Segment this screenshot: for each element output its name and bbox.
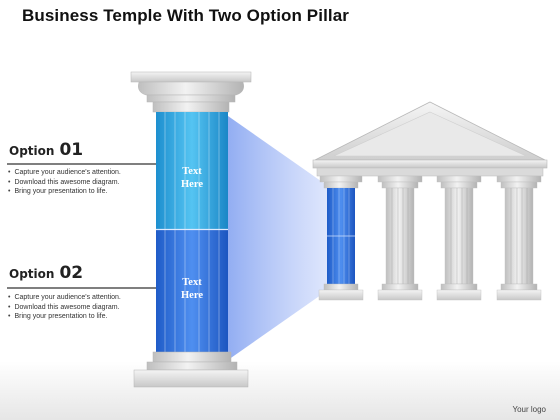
option-1-heading: Option 01 — [9, 140, 83, 160]
slide-title: Business Temple With Two Option Pillar — [22, 6, 349, 25]
option-2-word: Option — [9, 267, 55, 281]
list-item: Bring your presentation to life. — [8, 187, 121, 197]
temple-column-highlighted — [318, 175, 364, 301]
temple-column — [436, 175, 482, 301]
list-item: Bring your presentation to life. — [8, 312, 121, 322]
list-item: Download this awesome diagram. — [8, 303, 121, 313]
pillar-text-line: Here — [181, 290, 203, 301]
pillar-icon — [130, 71, 252, 388]
temple-column — [496, 175, 542, 301]
option-1-word: Option — [9, 144, 55, 158]
list-item: Capture your audience's attention. — [8, 168, 120, 178]
option-2-number: 02 — [59, 263, 84, 283]
list-item: Capture your audience's attention. — [8, 293, 120, 303]
option-2-heading: Option 02 — [9, 263, 83, 283]
light-beam — [228, 116, 328, 360]
pillar-text-line: Here — [181, 179, 203, 190]
option-2-bullets: Capture your audience's attention. Downl… — [8, 293, 121, 322]
temple-column — [377, 175, 423, 301]
list-item: Download this awesome diagram. — [8, 178, 121, 188]
option-1-number: 01 — [59, 140, 84, 160]
logo-placeholder: Your logo — [512, 405, 546, 414]
pillar-text-line: Text — [182, 277, 202, 288]
temple-icon — [312, 101, 548, 301]
pillar-text-line: Text — [182, 166, 202, 177]
option-1-bullets: Capture your audience's attention. Downl… — [8, 168, 121, 197]
pillar-segment-2-text: Text Here — [155, 276, 229, 302]
pillar-segment-1-text: Text Here — [155, 165, 229, 191]
